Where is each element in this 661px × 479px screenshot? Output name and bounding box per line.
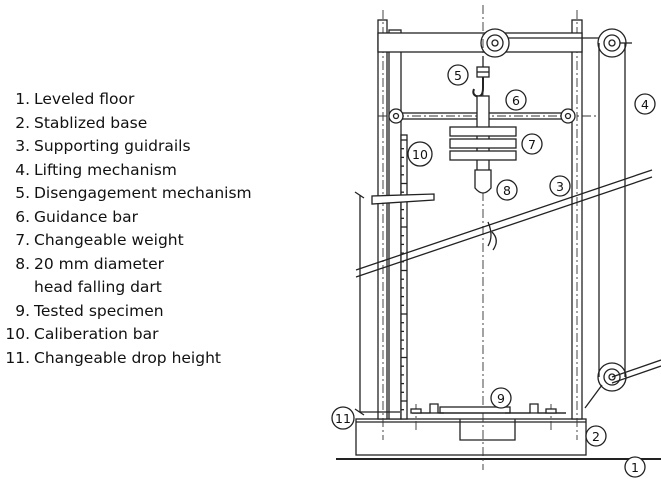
calibration-bar <box>400 134 408 420</box>
calibration-ticks <box>401 139 407 411</box>
legend-item-4: 4.Lifting mechanism <box>15 160 177 179</box>
callout-6: 6 <box>505 89 527 111</box>
svg-text:8: 8 <box>503 183 511 198</box>
break-line-upper <box>355 169 653 271</box>
left-rail-outer <box>377 19 388 420</box>
legend-item-9: 9.Tested specimen <box>15 301 164 320</box>
callout-2: 2 <box>585 425 607 447</box>
component-legend: 1.Leveled floor 2.Stablized base 3.Suppo… <box>0 90 330 372</box>
svg-text:9: 9 <box>497 391 505 406</box>
svg-text:6: 6 <box>512 93 520 108</box>
svg-text:11: 11 <box>335 411 351 426</box>
svg-text:1: 1 <box>631 460 639 475</box>
svg-text:4: 4 <box>641 97 649 112</box>
top-pulley-right <box>597 28 627 58</box>
callout-4: 4 <box>634 93 656 115</box>
legend-item-8: 8.20 mm diameter <box>15 254 165 273</box>
bolt-right <box>545 408 557 414</box>
drop-height-pointer <box>371 193 435 205</box>
guidance-pulley-left <box>388 108 404 124</box>
calibration-strip <box>400 134 408 420</box>
legend-item-8-continued: head falling dart <box>34 278 162 296</box>
clamp-right <box>505 403 566 414</box>
callout-9: 9 <box>490 387 512 409</box>
callout-10: 10 <box>407 141 433 167</box>
callout-11: 11 <box>331 406 355 430</box>
svg-text:3: 3 <box>556 179 564 194</box>
legend-item-6: 6.Guidance bar <box>15 207 138 226</box>
legend-item-7: 7.Changeable weight <box>15 231 184 249</box>
dart-shaft <box>476 95 490 181</box>
top-beam <box>377 32 583 53</box>
dart-head <box>474 169 492 194</box>
callout-7: 7 <box>521 133 543 155</box>
weight-plate-2 <box>449 138 517 149</box>
hook-icon <box>472 77 484 98</box>
base-block <box>355 418 587 456</box>
pulley-support <box>584 384 603 409</box>
break-line-lower <box>355 176 653 278</box>
guidance-pulley-right <box>560 108 576 124</box>
motor-arm-top <box>611 359 661 378</box>
motor-arm-bottom <box>611 365 661 384</box>
weight-plate-1 <box>449 126 517 137</box>
legend-item-1: 1.Leveled floor <box>15 90 135 108</box>
svg-text:10: 10 <box>412 147 428 162</box>
weight-plate-3 <box>449 150 517 161</box>
callout-3: 3 <box>549 175 571 197</box>
callout-5: 5 <box>447 64 469 86</box>
legend-item-11: 11.Changeable drop height <box>5 348 221 367</box>
legend-item-2: 2.Stablized base <box>15 113 148 132</box>
top-pulley-center <box>480 28 510 58</box>
legend-item-10: 10.Caliberation bar <box>5 325 159 343</box>
legend-item-5: 5.Disengagement mechanism <box>15 184 252 202</box>
bolt-left <box>410 408 422 414</box>
svg-text:2: 2 <box>592 429 600 444</box>
svg-text:5: 5 <box>454 68 462 83</box>
base-recess <box>459 419 516 441</box>
callout-8: 8 <box>496 179 518 201</box>
left-rail-inner <box>388 29 402 420</box>
legend-item-3: 3.Supporting guidrails <box>15 137 191 155</box>
svg-text:7: 7 <box>528 137 536 152</box>
callout-1: 1 <box>624 456 646 478</box>
fall-motion-mark <box>487 221 497 251</box>
